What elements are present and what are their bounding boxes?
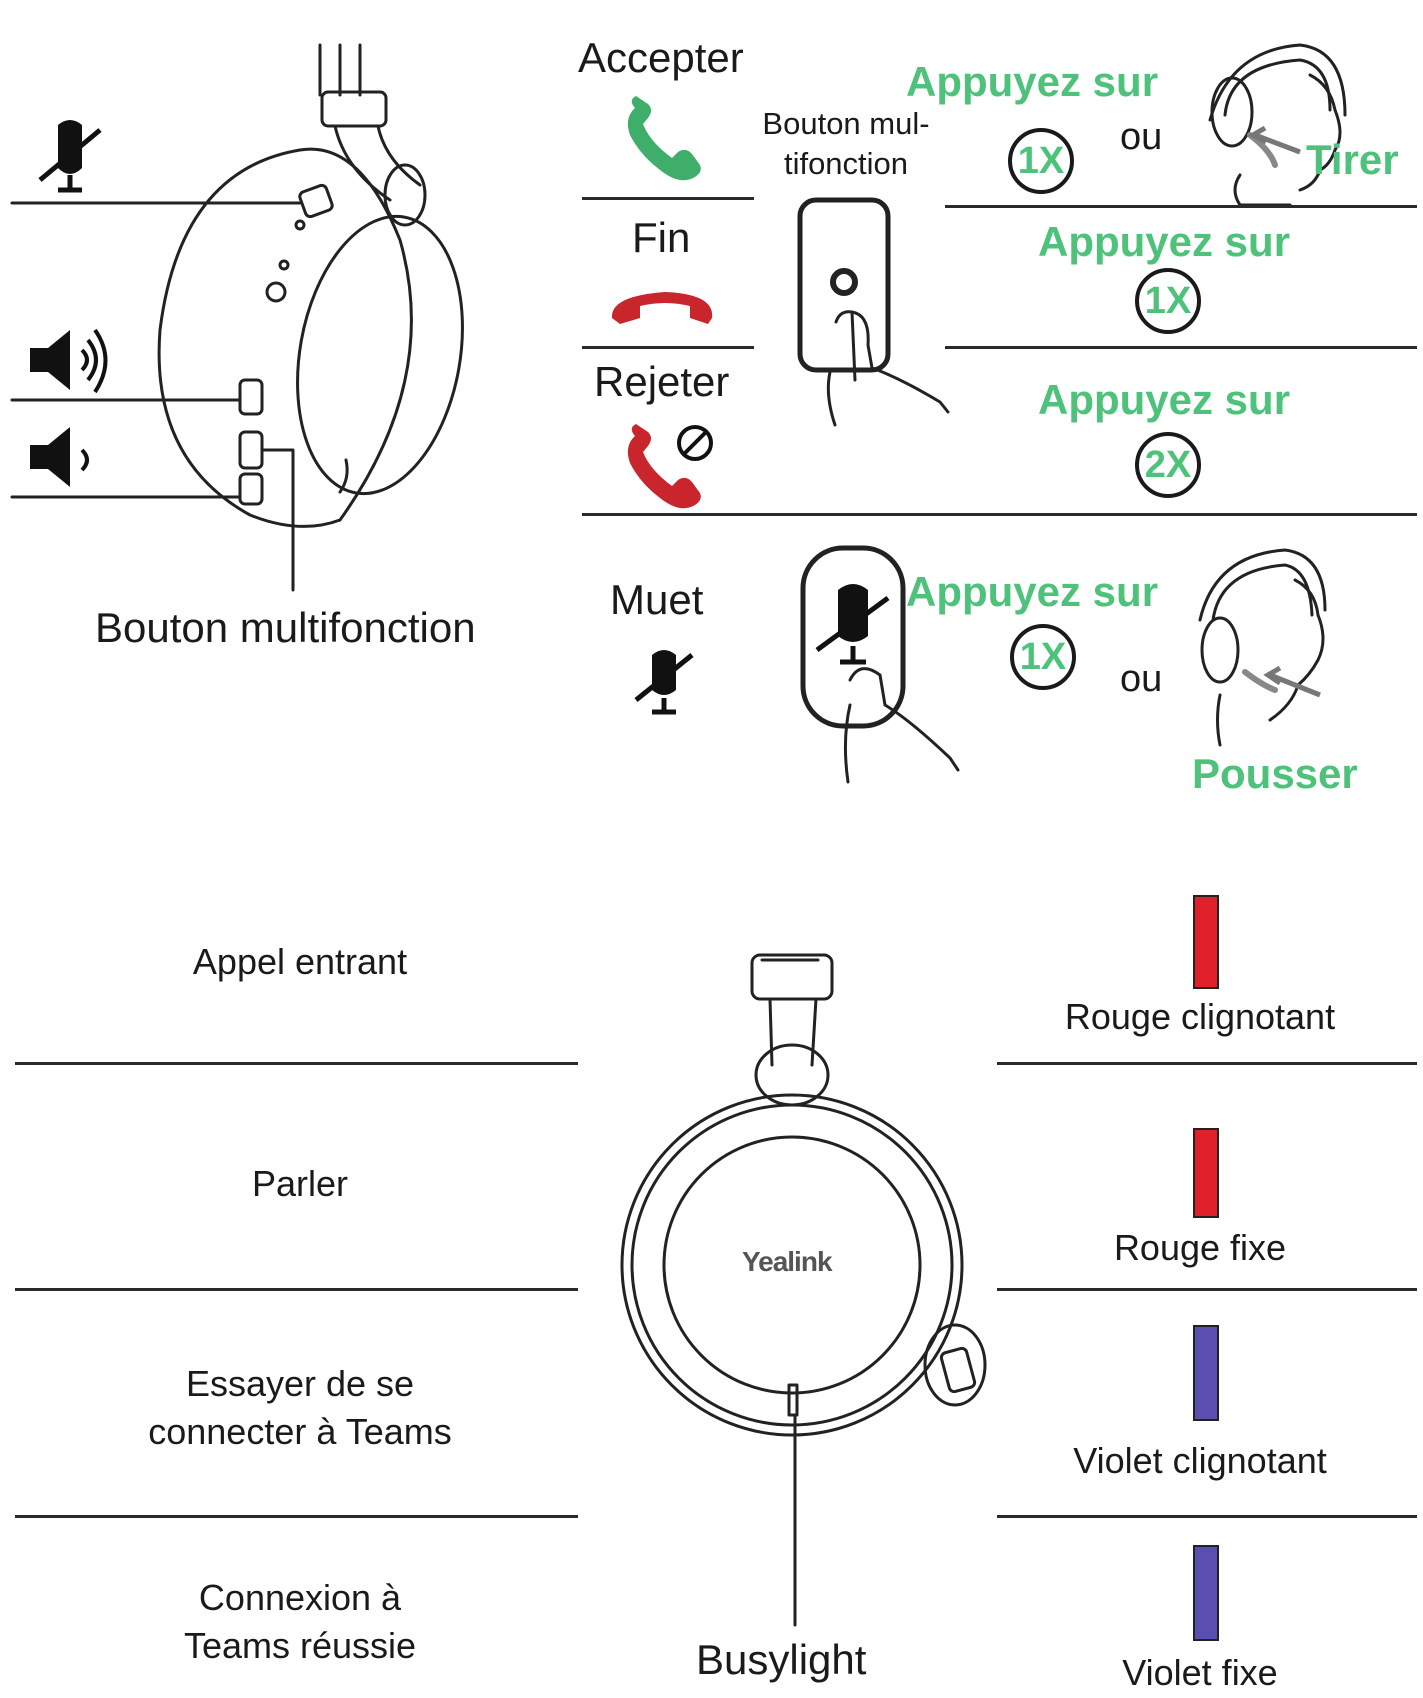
press-instruction-reject: Appuyez sur <box>1038 376 1291 423</box>
accept-label: Accepter <box>578 34 744 81</box>
press-instruction-end: Appuyez sur <box>1038 218 1291 265</box>
divider <box>582 513 1417 516</box>
divider <box>15 1062 578 1065</box>
state-talking: Parler <box>251 1163 349 1204</box>
multifunction-button-pad <box>797 197 950 427</box>
state-teams-connected: Connexion à Teams réussie <box>183 1577 417 1666</box>
divider <box>997 1515 1417 1518</box>
state-incoming-call: Appel entrant <box>192 941 408 982</box>
led-purple-blinking <box>1193 1325 1219 1421</box>
divider <box>945 346 1417 349</box>
divider <box>582 346 754 349</box>
or-label-accept: ou <box>1120 116 1163 158</box>
headset-side-view <box>157 43 464 528</box>
divider <box>997 1288 1417 1291</box>
led-label-purple-solid: Violet fixe <box>1122 1652 1278 1693</box>
divider <box>582 197 754 200</box>
pull-label: Tirer <box>1306 136 1399 183</box>
reject-phone-icon <box>627 424 713 509</box>
busylight-label: Busylight <box>696 1636 867 1683</box>
mute-mic-icon-left <box>38 120 102 193</box>
or-label-mute: ou <box>1120 658 1163 700</box>
led-purple-solid <box>1193 1545 1219 1641</box>
press-count-reject: 2X <box>1135 432 1201 498</box>
multifunction-button-caption: Bouton mul- tifonction <box>762 106 930 181</box>
volume-down-icon-left <box>30 427 89 487</box>
yealink-logo: Yealink <box>742 1246 833 1277</box>
press-count-accept: 1X <box>1008 128 1074 194</box>
multifunction-button-label: Bouton multifonction <box>95 604 476 651</box>
mute-label: Muet <box>610 576 704 623</box>
end-label: Fin <box>632 214 691 261</box>
pull-arrow <box>1247 125 1301 155</box>
end-call-phone-icon <box>611 292 713 324</box>
led-red-blinking <box>1193 895 1219 989</box>
accept-phone-icon <box>627 96 701 181</box>
led-red-solid <box>1193 1128 1219 1218</box>
head-profile-push <box>1198 548 1327 747</box>
reject-label: Rejeter <box>594 358 730 405</box>
press-count-end: 1X <box>1135 268 1201 334</box>
divider <box>15 1515 578 1518</box>
state-connecting-teams: Essayer de se connecter à Teams <box>148 1363 452 1452</box>
press-instruction-mute: Appuyez sur <box>906 568 1159 615</box>
push-arrow <box>1263 665 1321 698</box>
divider <box>15 1288 578 1291</box>
mute-mic-icon-action <box>634 650 694 715</box>
mute-button-pad <box>800 545 960 784</box>
led-label-purple-blinking: Violet clignotant <box>1073 1440 1327 1481</box>
volume-up-icon-left <box>30 328 108 394</box>
divider <box>945 205 1417 208</box>
press-count-mute: 1X <box>1010 624 1076 690</box>
mute-mic-icon-pad <box>815 584 890 665</box>
press-instruction-accept: Appuyez sur <box>906 58 1159 105</box>
led-label-red-blinking: Rouge clignotant <box>1064 996 1336 1037</box>
led-label-red-solid: Rouge fixe <box>1113 1227 1287 1268</box>
earcup-front-view <box>620 953 987 1627</box>
divider <box>997 1062 1417 1065</box>
push-label: Pousser <box>1192 750 1358 797</box>
